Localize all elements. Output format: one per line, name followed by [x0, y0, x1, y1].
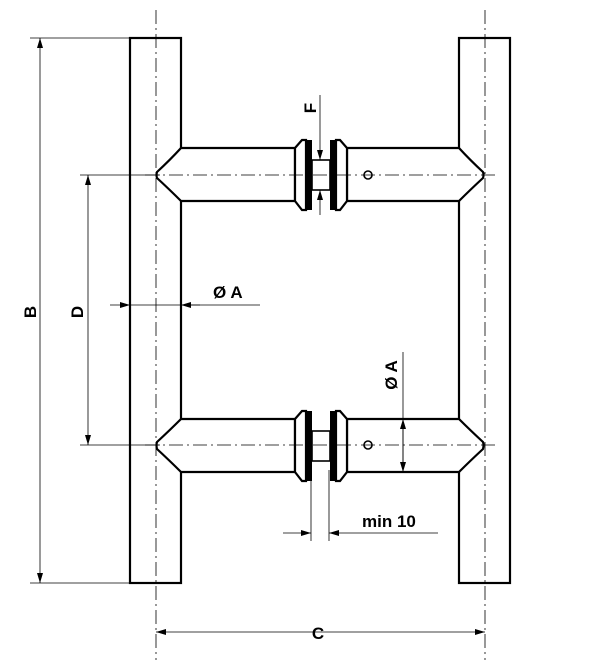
bottom-crossbar: [155, 409, 485, 483]
right-post: [457, 36, 512, 585]
label-d: D: [68, 306, 87, 318]
top-crossbar: [155, 138, 485, 212]
dimension-b: B: [21, 37, 130, 584]
label-c: C: [312, 624, 324, 643]
dimension-min-gap: min 10: [283, 470, 438, 541]
dimension-c: C: [156, 624, 485, 643]
dimension-d: D: [68, 174, 160, 446]
label-b: B: [21, 306, 40, 318]
dimension-f: F: [301, 95, 323, 215]
label-a-post: Ø A: [213, 283, 243, 302]
dimension-a-post: Ø A: [110, 283, 260, 308]
label-f: F: [301, 103, 320, 113]
label-min-gap: min 10: [362, 512, 416, 531]
label-a-tube: Ø A: [382, 360, 401, 390]
dimension-a-tube: Ø A: [382, 352, 406, 472]
center-lines: [145, 10, 495, 660]
left-post: [128, 36, 183, 585]
